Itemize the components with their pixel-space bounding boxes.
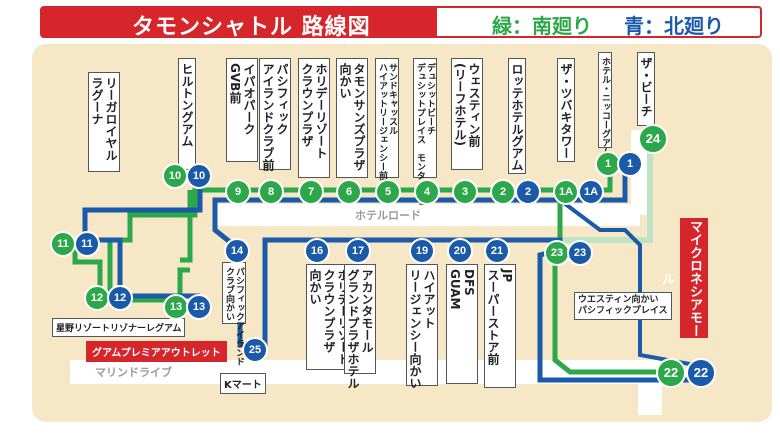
stop-circle-7[interactable]: 7 <box>298 179 324 205</box>
stop-label-14: パシフィックアイランド クラブ向かい <box>222 262 246 366</box>
stop-label-20: DFS GUAM <box>446 264 478 384</box>
marine-drive-label: マリンドライブ <box>95 366 172 379</box>
legend-blue-north: 青：北廻り <box>624 14 724 38</box>
stop-label-19: ハイアット リージェンシー向かい <box>406 264 438 389</box>
stop-label-24: ザ・ビーチ <box>637 52 655 126</box>
stop-circle-14[interactable]: 14 <box>224 238 250 264</box>
stop-circle-23-green[interactable]: 23 <box>544 240 570 266</box>
stop-circle-6[interactable]: 6 <box>336 179 362 205</box>
stop-label-12: 星野リゾートリゾナーレグアム <box>52 318 186 337</box>
stop-circle-17[interactable]: 17 <box>345 238 371 264</box>
stop-circle-13-blue[interactable]: 13 <box>186 294 212 320</box>
stop-circle-1a-blue[interactable]: 1A <box>578 179 604 205</box>
stop-circle-10-green[interactable]: 10 <box>162 163 188 189</box>
legend-green-south: 緑：南廻り <box>492 14 592 38</box>
stop-circle-22-blue[interactable]: 22 <box>686 358 716 388</box>
stop-circle-5[interactable]: 5 <box>375 179 401 205</box>
stop-circle-22-green[interactable]: 22 <box>656 358 686 388</box>
stop-circle-3[interactable]: 3 <box>452 179 478 205</box>
map-title: タモンシャトル 路線図 <box>132 15 371 40</box>
map-header: タモンシャトル 路線図 緑：南廻り 青：北廻り <box>40 6 762 40</box>
stop-circle-4[interactable]: 4 <box>414 179 440 205</box>
stop-circle-19[interactable]: 19 <box>409 238 435 264</box>
stop-circle-2-blue[interactable]: 2 <box>515 179 541 205</box>
stop-label-3: ウェスティン前 (リーフホテル) <box>451 58 483 170</box>
stop-label-17: アカンタモール グランドプラザホテル <box>344 264 376 389</box>
stop-circle-20[interactable]: 20 <box>447 238 473 264</box>
stop-circle-1a-green[interactable]: 1A <box>553 179 579 205</box>
stop-label-1: ホテル・ニッコーグアム <box>598 52 612 156</box>
stop-circle-11-green[interactable]: 11 <box>50 231 76 257</box>
stop-label-11: リーガロイヤル ラグーナ <box>88 72 120 172</box>
header-legend-bar <box>435 6 762 38</box>
stop-circle-16[interactable]: 16 <box>304 238 330 264</box>
stop-circle-23-blue[interactable]: 23 <box>567 240 593 266</box>
stop-circle-1-green[interactable]: 1 <box>595 151 621 177</box>
stop-label-25: Kマート <box>220 373 266 394</box>
stop-label-21: JP スーパーストア前 <box>484 264 516 388</box>
stop-label-23: ウエスティン向かい パシフィックプレイス <box>574 292 672 320</box>
stop-circle-1-blue[interactable]: 1 <box>617 151 643 177</box>
stop-label-6: タモンサンズプラザ 向かい <box>336 58 368 178</box>
stop-circle-25[interactable]: 25 <box>242 337 268 363</box>
stop-circle-8[interactable]: 8 <box>258 179 284 205</box>
stop-label-13: グアムプレミアアウトレット <box>86 341 227 362</box>
stop-label-8: パシフィック アイランドクラブ前 <box>259 58 291 171</box>
stop-circle-12-blue[interactable]: 12 <box>107 285 133 311</box>
stop-label-2: ロッテホテルグアム <box>508 58 526 174</box>
stop-label-9: イパオパーク GVB前 <box>226 58 258 162</box>
stop-circle-2-green[interactable]: 2 <box>490 179 516 205</box>
stop-circle-24[interactable]: 24 <box>638 124 668 154</box>
stop-circle-21[interactable]: 21 <box>484 238 510 264</box>
header-title-bar <box>40 6 440 38</box>
stop-circle-10-blue[interactable]: 10 <box>186 163 212 189</box>
stop-circle-11-blue[interactable]: 11 <box>74 231 100 257</box>
hotel-road-label: ホテルロード <box>355 209 421 222</box>
stop-label-22: マイクロネシアモール <box>659 218 708 338</box>
stop-label-4: デュシットビーチ デュシットプレイス モンタージュ <box>413 58 437 207</box>
stop-circle-13-green[interactable]: 13 <box>163 294 189 320</box>
stop-label-10: ヒルトングアム <box>178 58 196 170</box>
stop-label-7: ホリデーリゾート クラウンプラザ <box>298 58 330 178</box>
stop-label-5: サンドキャッスル ハイアットリージェンシー前 <box>375 58 399 180</box>
stop-circle-9[interactable]: 9 <box>225 179 251 205</box>
stop-label-1a: ザ・ツバキタワー <box>557 58 575 162</box>
stop-circle-12-green[interactable]: 12 <box>84 285 110 311</box>
